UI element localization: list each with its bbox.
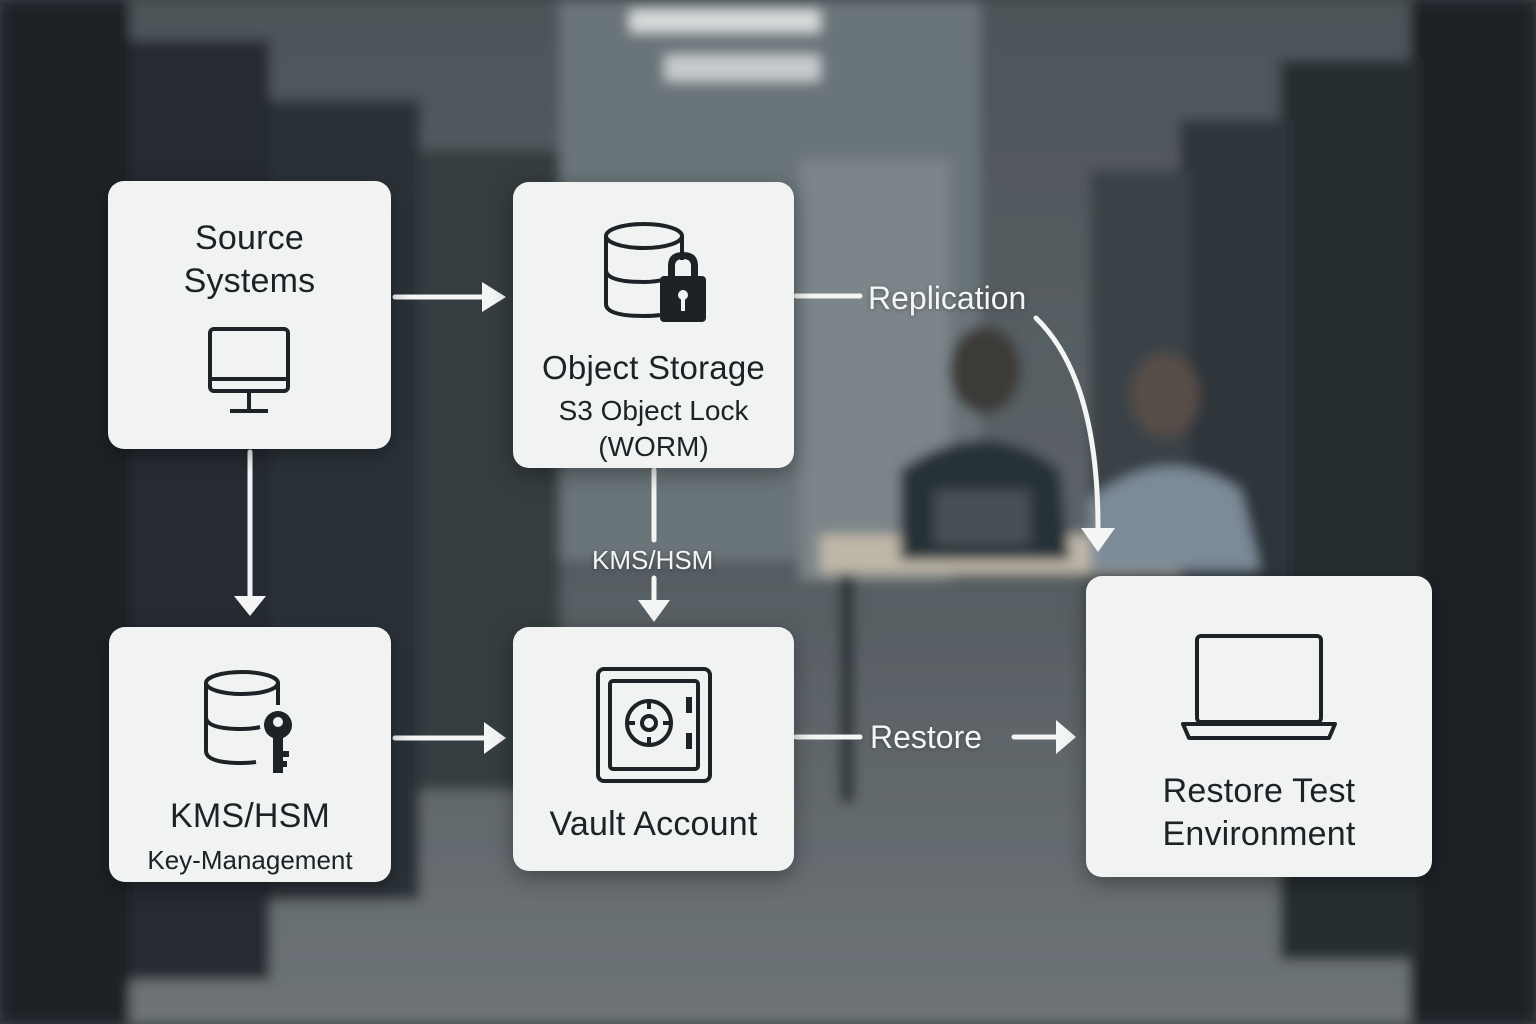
object-storage-title: Object Storage	[542, 349, 765, 386]
object-storage-sub-line2: (WORM)	[598, 431, 709, 462]
database-key-icon	[204, 670, 292, 773]
safe-icon	[595, 667, 712, 783]
arrowhead	[234, 596, 266, 616]
kms-hsm-title: KMS/HSM	[169, 797, 331, 835]
source-systems-title-line2: Systems	[183, 262, 316, 300]
replication-label: Replication	[868, 280, 1027, 316]
laptop-icon	[1181, 634, 1337, 740]
kms-hsm-edge-label: KMS/HSM	[592, 545, 714, 575]
arrowhead	[1081, 528, 1115, 552]
arrowhead	[484, 722, 506, 754]
object-storage-sub-line1: S3 Object Lock	[558, 395, 749, 426]
arrow-replication-curve	[1033, 315, 1101, 531]
arrowhead	[1056, 720, 1076, 754]
kms-hsm-sub: Key-Management	[147, 845, 353, 875]
object-storage-node[interactable]: Object Storage S3 Object Lock (WORM)	[513, 182, 794, 468]
restore-label: Restore	[870, 719, 983, 755]
arrowhead	[638, 600, 670, 622]
vault-account-title: Vault Account	[549, 805, 758, 843]
restore-test-environment-node[interactable]: Restore Test Environment	[1086, 576, 1432, 877]
kms-hsm-node[interactable]: KMS/HSM Key-Management	[109, 627, 391, 882]
source-systems-title-line1: Source	[195, 219, 304, 257]
source-systems-node[interactable]: Source Systems	[108, 181, 391, 449]
vault-account-node[interactable]: Vault Account	[513, 627, 794, 871]
monitor-icon	[207, 327, 290, 413]
arrowhead	[482, 282, 506, 312]
restore-env-title-line2: Environment	[1162, 815, 1356, 853]
database-lock-icon	[603, 222, 706, 322]
restore-env-title-line1: Restore Test	[1162, 772, 1356, 810]
